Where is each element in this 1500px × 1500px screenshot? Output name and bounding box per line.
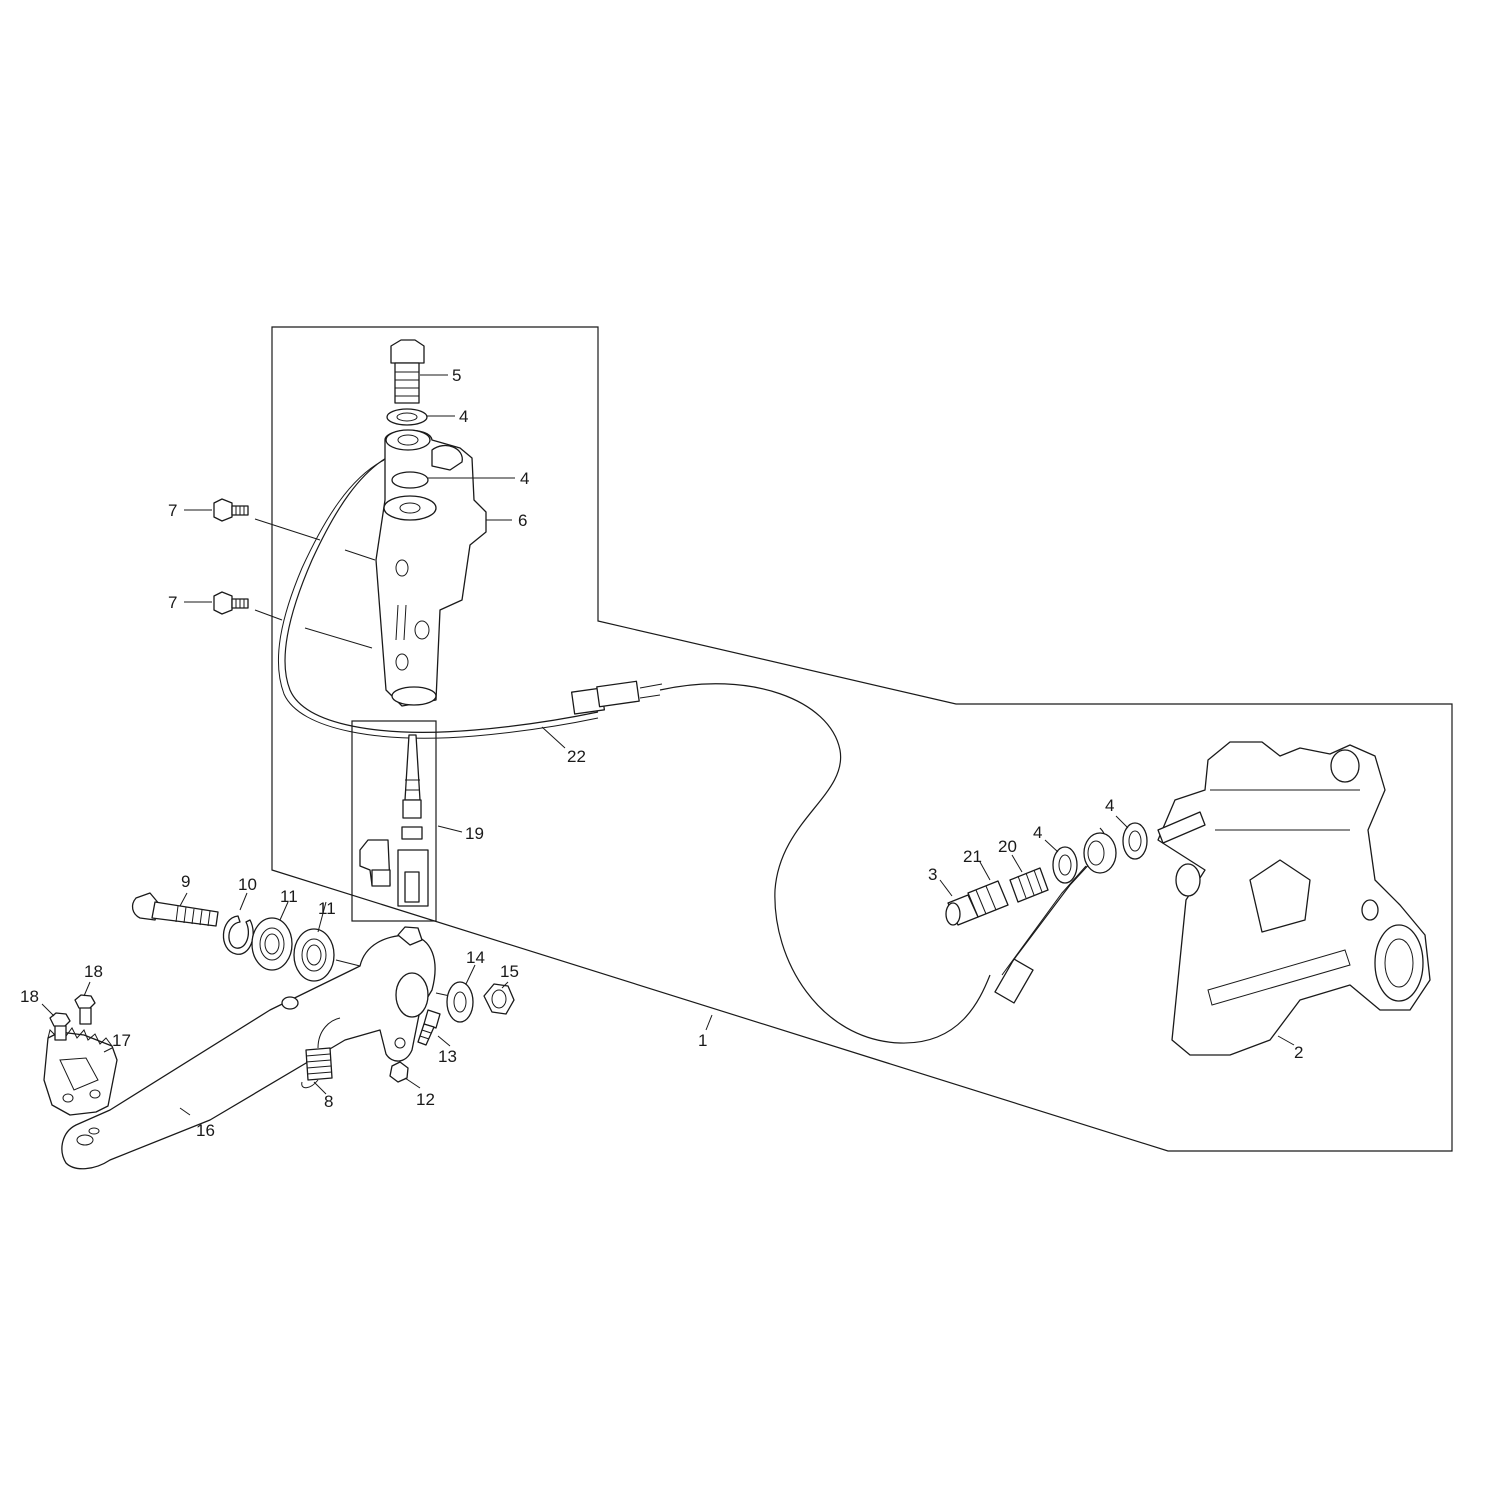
label-18-right[interactable]: 18 bbox=[84, 962, 103, 981]
sealing-washer-caliper-b[interactable] bbox=[1122, 822, 1148, 860]
label-3[interactable]: 3 bbox=[928, 865, 937, 884]
label-19[interactable]: 19 bbox=[465, 824, 484, 843]
banjo-fitting bbox=[1083, 832, 1117, 874]
label-14[interactable]: 14 bbox=[466, 948, 485, 967]
hose-continuation-lines bbox=[639, 683, 663, 699]
label-17[interactable]: 17 bbox=[112, 1031, 131, 1050]
washer-hole bbox=[1058, 854, 1072, 876]
sealing-washer-top[interactable] bbox=[386, 408, 428, 426]
assembly-frame bbox=[271, 326, 1453, 1152]
label-4-c[interactable]: 4 bbox=[1033, 823, 1042, 842]
label-11-b[interactable]: 11 bbox=[318, 899, 336, 918]
bleed-valve-cap[interactable] bbox=[945, 894, 979, 926]
master-cylinder[interactable] bbox=[375, 429, 487, 707]
screw-alignment-lines bbox=[254, 518, 376, 649]
pedal-washer[interactable] bbox=[446, 981, 474, 1023]
leader-lines bbox=[41, 374, 1295, 1116]
brake-hose[interactable] bbox=[284, 452, 599, 733]
label-5[interactable]: 5 bbox=[452, 366, 461, 385]
washer-hole bbox=[1128, 830, 1142, 852]
brake-pedal[interactable] bbox=[61, 926, 436, 1170]
return-spring[interactable] bbox=[301, 1017, 341, 1089]
pivot-bolt[interactable] bbox=[131, 892, 219, 927]
label-9[interactable]: 9 bbox=[181, 872, 190, 891]
circlip[interactable] bbox=[222, 915, 254, 955]
brake-hose-inner bbox=[277, 459, 599, 739]
part-labels: 5 4 4 6 7 7 22 19 9 10 11 11 14 15 18 18… bbox=[20, 366, 1303, 1140]
bearing-a[interactable] bbox=[251, 917, 293, 971]
sealing-washer-caliper-a[interactable] bbox=[1052, 846, 1078, 884]
tip-screw-a[interactable] bbox=[49, 1012, 71, 1041]
label-2[interactable]: 2 bbox=[1294, 1043, 1303, 1062]
label-18-left[interactable]: 18 bbox=[20, 987, 39, 1006]
label-13[interactable]: 13 bbox=[438, 1047, 457, 1066]
washer-hole bbox=[396, 412, 418, 422]
lock-nut[interactable] bbox=[483, 983, 515, 1015]
label-16[interactable]: 16 bbox=[196, 1121, 215, 1140]
mounting-screw-lower[interactable] bbox=[213, 591, 249, 615]
label-15[interactable]: 15 bbox=[500, 962, 519, 981]
label-20[interactable]: 20 bbox=[998, 837, 1017, 856]
sealing-washer-mid bbox=[391, 471, 429, 489]
bearing-b[interactable] bbox=[293, 928, 335, 982]
adjuster-screw[interactable] bbox=[417, 1009, 441, 1046]
push-rod-kit[interactable] bbox=[359, 734, 429, 907]
label-4-mid[interactable]: 4 bbox=[520, 469, 529, 488]
system-loop-line bbox=[659, 683, 991, 1044]
label-8[interactable]: 8 bbox=[324, 1092, 333, 1111]
rear-brake-caliper[interactable] bbox=[1157, 741, 1431, 1056]
label-7-lower[interactable]: 7 bbox=[168, 593, 177, 612]
label-11-a[interactable]: 11 bbox=[280, 887, 298, 906]
label-21[interactable]: 21 bbox=[963, 847, 982, 866]
pedal-tip[interactable] bbox=[43, 1027, 118, 1116]
label-7-upper[interactable]: 7 bbox=[168, 501, 177, 520]
label-4-top[interactable]: 4 bbox=[459, 407, 468, 426]
label-6[interactable]: 6 bbox=[518, 511, 527, 530]
label-10[interactable]: 10 bbox=[238, 875, 257, 894]
tip-screw-b[interactable] bbox=[74, 994, 96, 1025]
label-4-d[interactable]: 4 bbox=[1105, 796, 1114, 815]
label-12[interactable]: 12 bbox=[416, 1090, 435, 1109]
banjo-bolt[interactable] bbox=[390, 339, 425, 404]
bleed-valve[interactable] bbox=[1009, 867, 1049, 903]
label-22[interactable]: 22 bbox=[567, 747, 586, 766]
mounting-screw-upper[interactable] bbox=[213, 498, 249, 522]
label-1[interactable]: 1 bbox=[698, 1031, 707, 1050]
push-rod-kit-frame bbox=[351, 720, 437, 922]
adjuster-nut[interactable] bbox=[389, 1061, 409, 1083]
hose-fitting-master bbox=[570, 680, 640, 715]
